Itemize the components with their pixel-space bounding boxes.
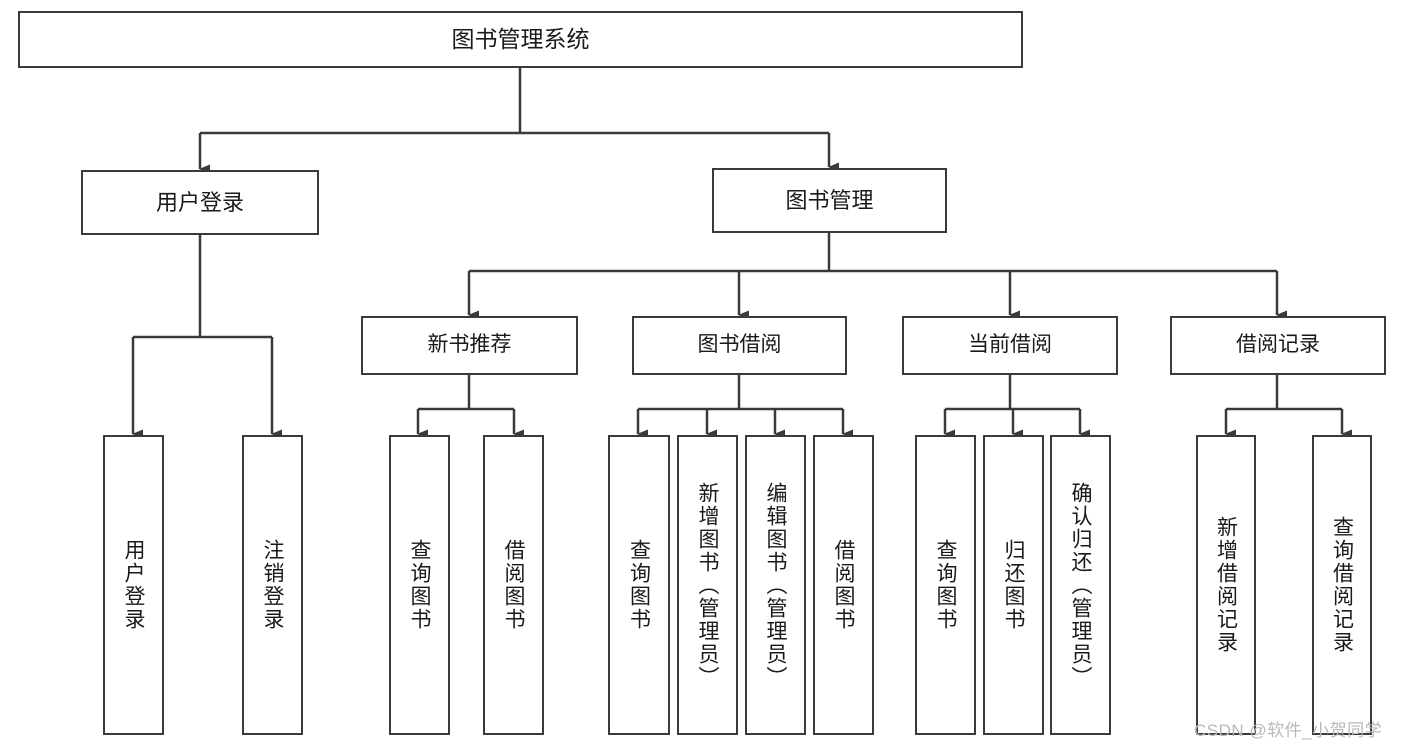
node-leaf-query-book-3-label: 查询图书: [934, 539, 957, 631]
node-leaf-return-book[interactable]: 归还图书: [983, 435, 1044, 735]
node-leaf-user-login[interactable]: 用户登录: [103, 435, 164, 735]
node-leaf-query-book-1-label: 查询图书: [408, 539, 431, 631]
node-current-borrow[interactable]: 当前借阅: [902, 316, 1118, 375]
node-leaf-return-book-label: 归还图书: [1002, 539, 1025, 631]
node-leaf-user-logout-label: 注销登录: [261, 539, 284, 631]
node-leaf-add-book[interactable]: 新增图书（管理员）: [677, 435, 738, 735]
tree-connectors: [131, 68, 1352, 439]
node-root-system[interactable]: 图书管理系统: [18, 11, 1023, 68]
node-leaf-query-book-2-label: 查询图书: [627, 539, 651, 631]
node-leaf-confirm-return[interactable]: 确认归还（管理员）: [1050, 435, 1111, 735]
node-borrow-record-label: 借阅记录: [1236, 333, 1320, 357]
node-leaf-borrow-book-2[interactable]: 借阅图书: [813, 435, 874, 735]
node-root-system-label: 图书管理系统: [451, 26, 590, 53]
node-leaf-confirm-return-label: 确认归还（管理员）: [1069, 481, 1092, 689]
node-user-login-label: 用户登录: [155, 189, 244, 215]
node-leaf-add-record[interactable]: 新增借阅记录: [1196, 435, 1256, 735]
node-leaf-borrow-book-1[interactable]: 借阅图书: [483, 435, 544, 735]
csdn-watermark: CSDN @软件_小贺同学: [1194, 721, 1383, 740]
node-book-borrow-label: 图书借阅: [697, 333, 782, 357]
node-leaf-add-record-label: 新增借阅记录: [1214, 516, 1238, 654]
node-new-book-recommend-label: 新书推荐: [427, 333, 512, 357]
node-book-borrow[interactable]: 图书借阅: [632, 316, 847, 375]
node-leaf-edit-book-label: 编辑图书（管理员）: [764, 481, 787, 689]
node-user-login[interactable]: 用户登录: [81, 170, 319, 235]
node-current-borrow-label: 当前借阅: [968, 333, 1052, 357]
node-leaf-query-record-label: 查询借阅记录: [1330, 516, 1354, 654]
node-new-book-recommend[interactable]: 新书推荐: [361, 316, 578, 375]
node-leaf-user-login-label: 用户登录: [122, 539, 145, 631]
node-leaf-add-book-label: 新增图书（管理员）: [696, 481, 719, 689]
node-leaf-user-logout[interactable]: 注销登录: [242, 435, 303, 735]
node-leaf-borrow-book-2-label: 借阅图书: [832, 539, 855, 631]
node-leaf-edit-book[interactable]: 编辑图书（管理员）: [745, 435, 806, 735]
node-leaf-query-book-3[interactable]: 查询图书: [915, 435, 976, 735]
node-leaf-query-book-2[interactable]: 查询图书: [608, 435, 670, 735]
node-leaf-query-book-1[interactable]: 查询图书: [389, 435, 450, 735]
node-leaf-query-record[interactable]: 查询借阅记录: [1312, 435, 1372, 735]
node-book-manage-label: 图书管理: [785, 187, 874, 213]
node-book-manage[interactable]: 图书管理: [712, 168, 947, 233]
node-leaf-borrow-book-1-label: 借阅图书: [502, 539, 525, 631]
node-borrow-record[interactable]: 借阅记录: [1170, 316, 1386, 375]
